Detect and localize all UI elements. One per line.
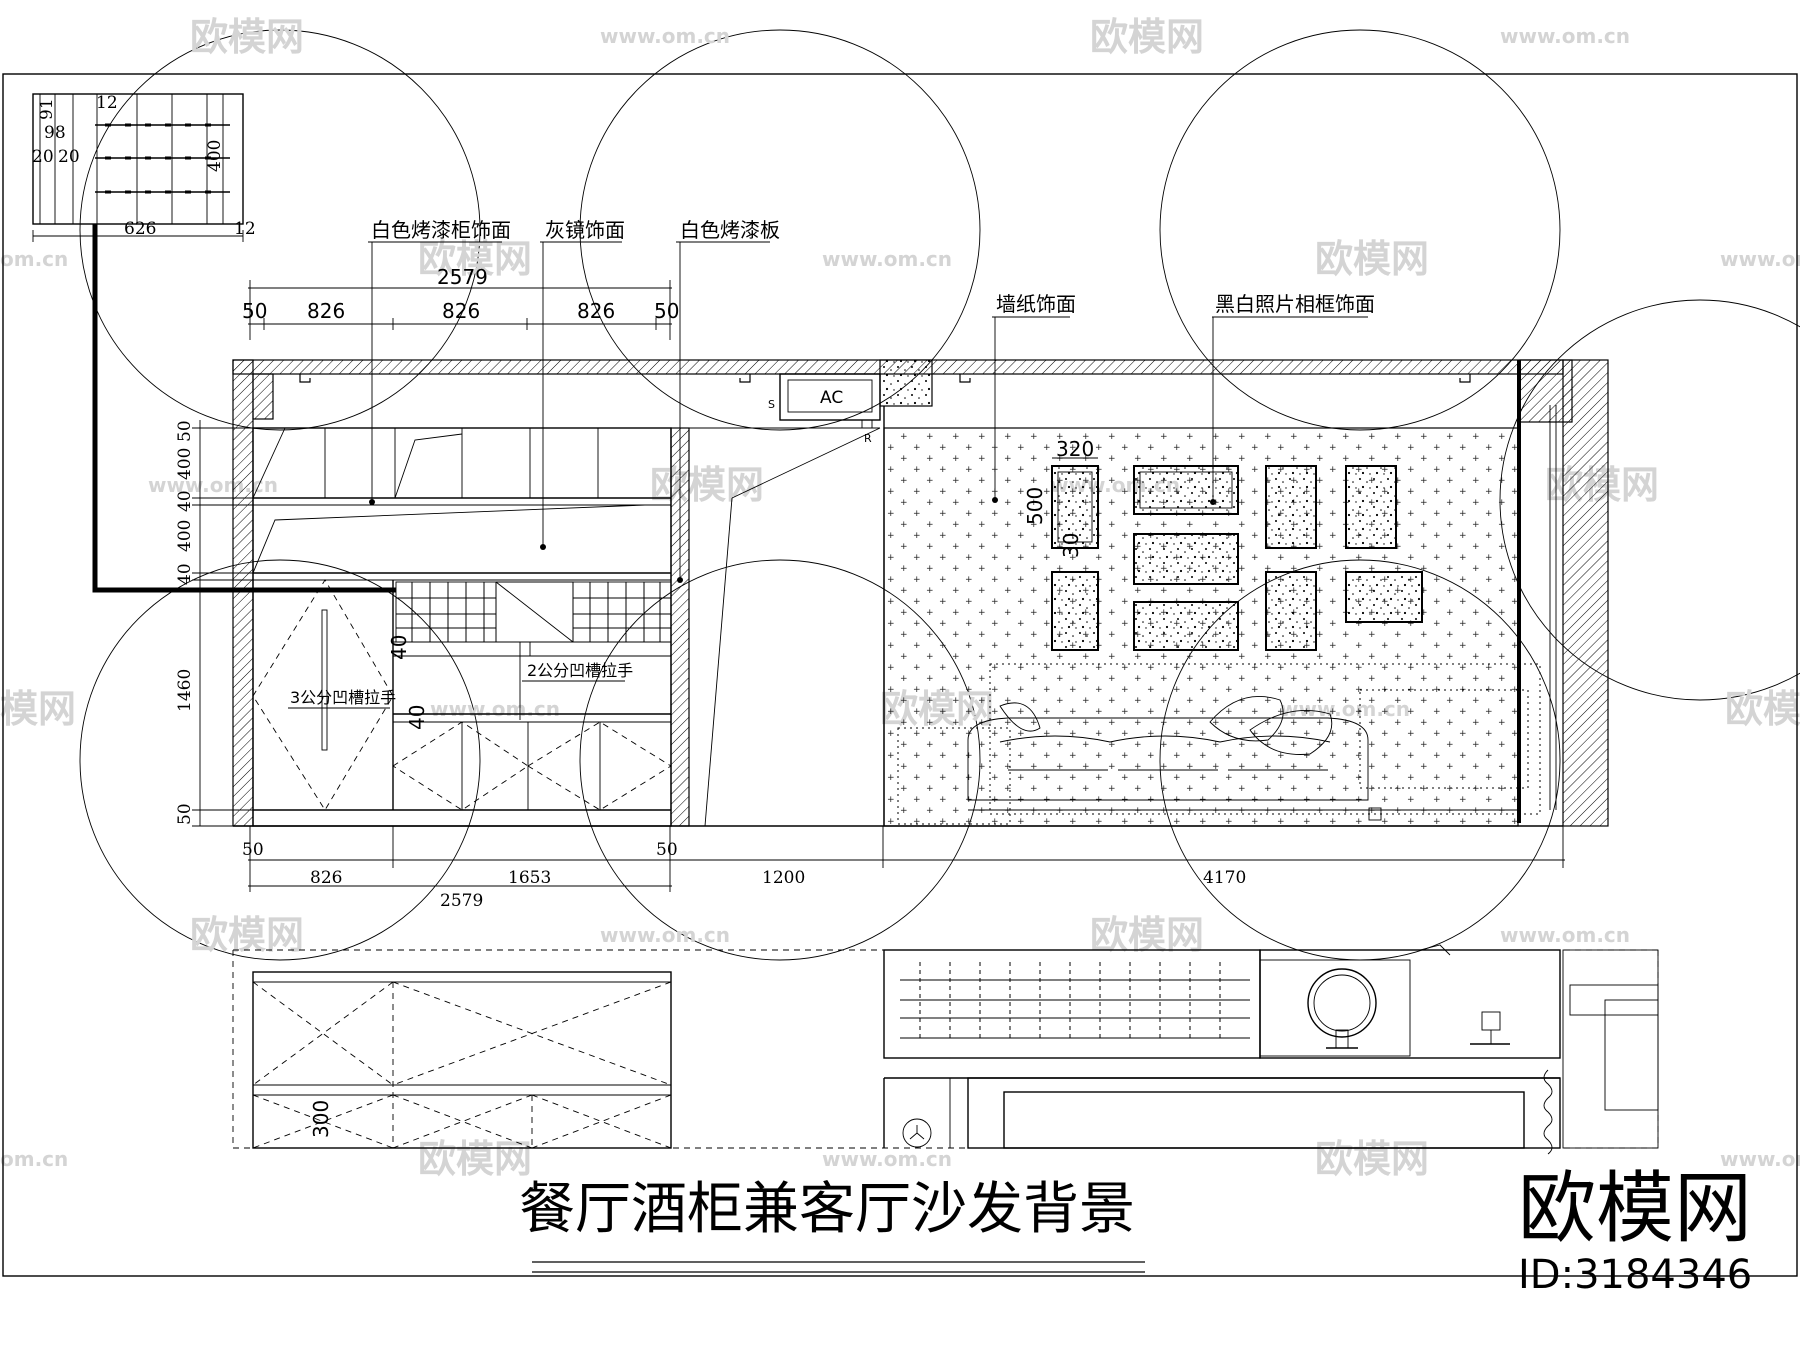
watermark-url: www.om.cn bbox=[148, 473, 278, 497]
top-dimensions: 2579 50 826 826 826 50 bbox=[242, 265, 679, 340]
title-block: 餐厅酒柜兼客厅沙发背景 bbox=[519, 1177, 1145, 1273]
watermark-url: www.om.cn bbox=[430, 697, 560, 721]
dim-top-826: 826 bbox=[307, 299, 345, 323]
logo-text: 欧模网 bbox=[1518, 1164, 1752, 1254]
dim-bottom-2579: 2579 bbox=[440, 891, 483, 911]
dim-bottom-1653: 1653 bbox=[508, 868, 551, 888]
dim-300: 300 bbox=[309, 1100, 333, 1138]
dim-top-826: 826 bbox=[442, 299, 480, 323]
ac-label: AC bbox=[820, 388, 843, 408]
dim-320: 320 bbox=[1056, 437, 1094, 461]
label-grey-mirror: 灰镜饰面 bbox=[545, 218, 625, 242]
watermark-logo: 欧模网 bbox=[650, 463, 764, 507]
label-handle-3cm: 3公分凹槽拉手 bbox=[290, 688, 396, 707]
watermark-logo: 欧模网 bbox=[1315, 1137, 1429, 1181]
watermark-logo: 欧模网 bbox=[418, 237, 532, 281]
dim-12: 12 bbox=[96, 93, 118, 113]
dim-bottom-50: 50 bbox=[656, 840, 678, 860]
dim-left-400: 400 bbox=[175, 448, 195, 480]
dim-top-50: 50 bbox=[654, 299, 679, 323]
brand-logo: 欧模网 ID:3184346 bbox=[1518, 1164, 1752, 1298]
watermark-logo: 欧模网 bbox=[1725, 687, 1800, 731]
watermark-logo: 欧模网 bbox=[418, 1137, 532, 1181]
dim-left-50: 50 bbox=[175, 420, 195, 442]
watermark-url: om.cn bbox=[0, 247, 68, 271]
bottom-dimensions: 50 50 826 1653 2579 1200 4170 bbox=[242, 826, 1565, 911]
dim-20: 20 bbox=[32, 147, 54, 167]
watermark-logo: 模网 bbox=[0, 687, 76, 731]
photo-frames bbox=[1051, 465, 1423, 651]
dim-bottom-1200: 1200 bbox=[762, 868, 805, 888]
r-mark: R bbox=[864, 432, 872, 445]
watermark-url: www.om.cn bbox=[1500, 923, 1630, 947]
dim-bottom-826: 826 bbox=[310, 868, 342, 888]
watermark-logo: 欧模网 bbox=[1315, 237, 1429, 281]
detail-leader-line bbox=[92, 224, 396, 593]
dim-left-400: 400 bbox=[175, 520, 195, 552]
dim-bottom-50: 50 bbox=[242, 840, 264, 860]
dim-30: 30 bbox=[1059, 533, 1083, 558]
dim-top-50: 50 bbox=[242, 299, 267, 323]
label-handle-2cm: 2公分凹槽拉手 bbox=[527, 661, 633, 680]
dim-top-826: 826 bbox=[577, 299, 615, 323]
watermark-url: www.om.cn bbox=[1500, 24, 1630, 48]
dim-left-40: 40 bbox=[175, 490, 195, 512]
sofa-background-wall: 320 500 30 bbox=[233, 406, 1563, 827]
dim-98: 98 bbox=[44, 123, 66, 143]
watermark-logo: 欧模网 bbox=[1090, 15, 1204, 59]
dim-left-50: 50 bbox=[175, 803, 195, 825]
dim-20: 20 bbox=[58, 147, 80, 167]
logo-id: ID:3184346 bbox=[1518, 1252, 1752, 1298]
dim-bottom-4170: 4170 bbox=[1203, 868, 1246, 888]
shelf-detail-inset: 626 12 12 98 20 20 91 400 bbox=[32, 93, 256, 242]
wine-cabinet: 3公分凹槽拉手 2公分凹槽拉手 40 40 bbox=[252, 427, 690, 827]
dim-91: 91 bbox=[37, 98, 57, 120]
dim-500: 500 bbox=[1023, 487, 1047, 525]
watermark-url: www.om.cn bbox=[600, 24, 730, 48]
watermark-circles bbox=[79, 29, 1800, 961]
sheet-border bbox=[2, 73, 1798, 1277]
ac-unit: AC S R bbox=[704, 373, 881, 827]
label-photo-frames: 黑白照片相框饰面 bbox=[1215, 292, 1375, 316]
sofa bbox=[897, 663, 1541, 825]
dim-40: 40 bbox=[387, 635, 411, 660]
watermark-url: www.om.cn bbox=[822, 247, 952, 271]
watermark-url: www.om.cn bbox=[1720, 1147, 1800, 1171]
label-white-lacquer-cabinet: 白色烤漆柜饰面 bbox=[371, 218, 511, 242]
drawing-title: 餐厅酒柜兼客厅沙发背景 bbox=[519, 1177, 1135, 1242]
watermark-url: www.om.cn bbox=[1720, 247, 1800, 271]
watermark-url: www.om.cn bbox=[600, 923, 730, 947]
dim-40: 40 bbox=[405, 705, 429, 730]
dim-left-40: 40 bbox=[175, 563, 195, 585]
dim-12: 12 bbox=[234, 219, 256, 239]
label-wallpaper: 墙纸饰面 bbox=[996, 292, 1076, 316]
dim-left-1460: 1460 bbox=[175, 669, 195, 712]
watermark-url: www.om.cn bbox=[822, 1147, 952, 1171]
label-white-lacquer-board: 白色烤漆板 bbox=[680, 218, 780, 242]
watermark-url: om.cn bbox=[0, 1147, 68, 1171]
left-dimensions: 50 400 40 400 40 1460 50 bbox=[175, 420, 253, 827]
watermark-logo: 欧模网 bbox=[190, 15, 304, 59]
s-mark: S bbox=[768, 398, 775, 411]
dim-400: 400 bbox=[205, 140, 225, 172]
plan-view: 300 bbox=[232, 944, 1659, 1155]
ceiling-and-walls bbox=[232, 359, 1609, 827]
dim-626: 626 bbox=[124, 219, 156, 239]
dim-top-total: 2579 bbox=[437, 265, 488, 289]
